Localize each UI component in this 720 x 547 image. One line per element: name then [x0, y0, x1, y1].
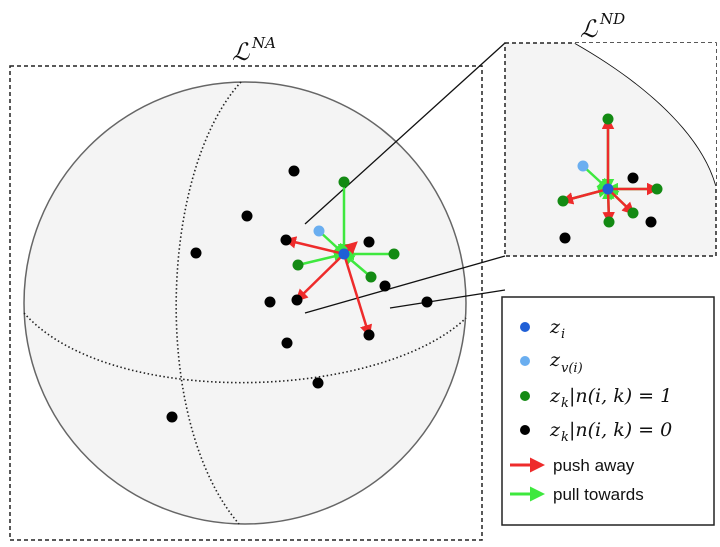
zoom-neighbor-point [602, 113, 614, 125]
zoom-neighbor-point [603, 216, 615, 228]
main-non-neighbor-point [288, 165, 300, 177]
main-panel-frame [9, 65, 483, 541]
legend-nonneighbor-condition: |n(i, k) = 0 [569, 419, 672, 441]
legend-positive-subscript: v(i) [561, 361, 583, 376]
zoom-push-arrow [602, 188, 615, 225]
main-non-neighbor-point [166, 411, 178, 423]
sphere-equator [23, 312, 467, 384]
sphere-meridian [175, 81, 242, 525]
legend-positive-marker [520, 356, 530, 366]
main-panel-title: ℒ NA [232, 34, 276, 66]
main-points [166, 165, 433, 423]
zoom-outside-area [575, 43, 716, 185]
main-neighbor-point [388, 248, 400, 260]
zoom-anchor-point [602, 183, 614, 195]
main-non-neighbor-point [291, 294, 303, 306]
main-neighbor-point [365, 271, 377, 283]
main-push-arrow [283, 236, 345, 256]
main-anchor-point [338, 248, 350, 260]
main-pull-arrow-positive [318, 230, 346, 256]
embedding-sphere [23, 81, 467, 525]
zoom-sphere-edge [574, 43, 716, 186]
legend-nonneighbor-subscript: k [561, 430, 569, 445]
zoom-pull-arrow-positive [582, 165, 610, 191]
zoom-connector-top [304, 42, 506, 225]
main-non-neighbor-point [264, 296, 276, 308]
zoom-title-superscript: ND [599, 10, 625, 28]
zoom-title-symbol: ℒ [580, 15, 598, 43]
zoom-panel-title: ℒ ND [580, 10, 625, 43]
main-push-arrow [295, 253, 345, 302]
legend-neighbor-marker [520, 391, 530, 401]
legend-anchor-symbol: z [549, 316, 561, 338]
legend-anchor-subscript: i [561, 327, 565, 342]
zoom-points [557, 113, 663, 244]
zoom-connector-bottom [304, 255, 506, 314]
zoom-neighbor-point [557, 195, 569, 207]
main-title-superscript: NA [251, 34, 276, 52]
main-positive-point [313, 225, 325, 237]
main-neighbor-point [292, 259, 304, 271]
legend-neighbor-subscript: k [561, 396, 569, 411]
main-non-neighbor-point [241, 210, 253, 222]
legend-anchor-marker [520, 322, 530, 332]
legend-push-label: push away [553, 456, 635, 475]
legend-nonneighbor-symbol: z [549, 419, 561, 441]
zoom-non-neighbor-point [559, 232, 571, 244]
main-non-neighbor-point [280, 234, 292, 246]
zoom-neighbor-point [651, 183, 663, 195]
zoom-push-arrow [560, 187, 609, 205]
main-pull-arrow [297, 250, 347, 267]
legend: z i z v(i) z k |n(i, k) = 1 z k |n(i, k)… [501, 296, 715, 526]
sphere-body [23, 81, 467, 525]
main-push-arrow [342, 253, 373, 338]
zoom-neighbor-point [627, 207, 639, 219]
legend-neighbor-condition: |n(i, k) = 1 [569, 385, 672, 407]
main-title-symbol: ℒ [232, 38, 250, 66]
zoom-push-arrow [607, 188, 635, 215]
main-non-neighbor-point [312, 377, 324, 389]
legend-pull-label: pull towards [553, 485, 644, 504]
legend-neighbor-symbol: z [549, 385, 561, 407]
main-non-neighbor-point [363, 236, 375, 248]
zoom-non-neighbor-point [645, 216, 657, 228]
main-non-neighbor-point [421, 296, 433, 308]
main-non-neighbor-point [190, 247, 202, 259]
zoom-positive-point [577, 160, 589, 172]
zoom-connector-legend [389, 289, 506, 309]
main-neighbor-point [338, 176, 350, 188]
main-non-neighbor-point [363, 329, 375, 341]
legend-positive-symbol: z [549, 349, 561, 371]
zoom-non-neighbor-point [627, 172, 639, 184]
main-pull-arrow [342, 252, 372, 278]
main-non-neighbor-point [281, 337, 293, 349]
legend-nonneighbor-marker [520, 425, 530, 435]
main-non-neighbor-point [379, 280, 391, 292]
